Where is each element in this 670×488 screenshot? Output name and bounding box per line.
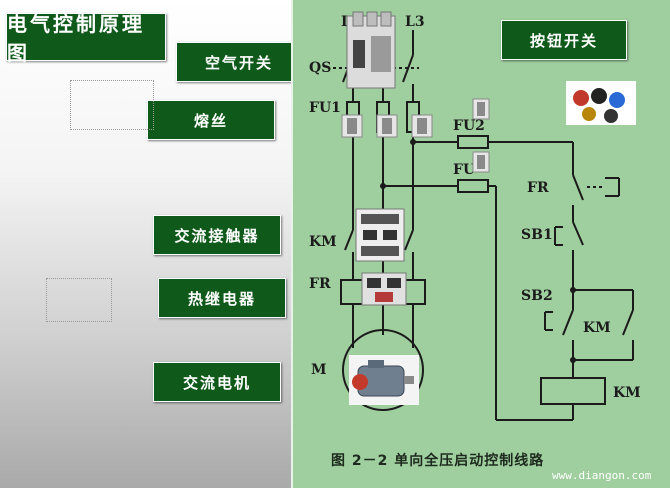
- label-km-contact: KM: [583, 320, 611, 336]
- label-fu2-lower: FU: [453, 162, 476, 178]
- motor-photo: [349, 355, 419, 405]
- thermal-relay-photo: [361, 272, 407, 306]
- placeholder-box: [70, 80, 154, 130]
- label-sb1: SB1: [521, 227, 553, 243]
- diagram-caption: 图 2－2 单向全压启动控制线路: [331, 453, 545, 469]
- label-fu2: FU2: [453, 118, 485, 134]
- label-m: M: [311, 362, 327, 378]
- label-km-coil: KM: [613, 385, 641, 401]
- fuse-photo: [376, 114, 398, 138]
- watermark: www.diangon.com: [552, 469, 652, 482]
- contactor-photo: [355, 208, 405, 262]
- fuse-photo: [472, 98, 490, 120]
- label-km: KM: [309, 234, 337, 250]
- slide-title: 电气控制原理图: [6, 12, 166, 65]
- circuit-breaker-photo: [346, 11, 396, 89]
- label-fr: FR: [309, 276, 331, 292]
- fuse-photo: [411, 114, 433, 138]
- label-fu1: FU1: [309, 100, 341, 116]
- fuse-photo: [341, 114, 363, 138]
- label-sb2: SB2: [521, 288, 553, 304]
- label-button-switch: 按钮开关: [501, 20, 627, 60]
- label-fr-contact: FR: [527, 180, 549, 196]
- label-qs: QS: [309, 60, 332, 76]
- push-button-photo: [566, 81, 636, 125]
- label-motor: 交流电机: [153, 362, 281, 402]
- placeholder-box: [46, 278, 112, 322]
- label-contactor: 交流接触器: [153, 215, 281, 255]
- label-thermal-relay: 热继电器: [158, 278, 286, 318]
- fuse-photo: [472, 151, 490, 173]
- label-fuse: 熔丝: [147, 100, 275, 140]
- label-l3: L3: [405, 14, 425, 30]
- label-air-switch: 空气开关: [176, 42, 302, 82]
